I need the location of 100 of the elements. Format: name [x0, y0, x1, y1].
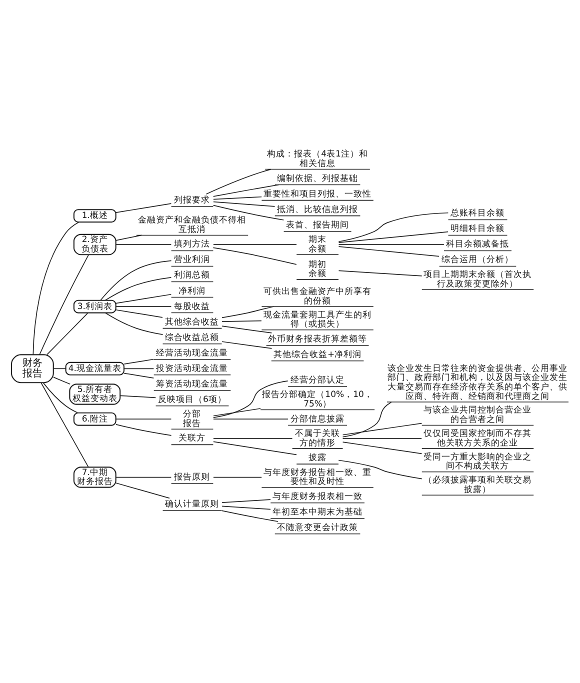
node-text: 填列方法 [174, 240, 210, 250]
node-text: 明细科目余额 [450, 224, 505, 234]
node-text: 仅仅同受国家控制而不存其他关联方关系的企业 [424, 428, 532, 448]
connector [342, 438, 422, 439]
node-text: 现金流量套期工具产生的利得（或损失） [264, 310, 372, 330]
node-text: 每股收益 [174, 302, 210, 312]
connector [212, 247, 297, 265]
connector [213, 476, 262, 478]
node-text: 该企业发生日常往来的资金提供者、公用事业部门、政府部门和机构，以及因与该企业发生大量交易而存在经济依存关系的单个客户、供应商、特许商、经销商和代理商之间 [388, 364, 568, 402]
node-text: 编制依据、列报基础 [277, 174, 358, 184]
connector [40, 382, 89, 468]
connector [213, 418, 288, 420]
connector [213, 408, 261, 416]
node-text: 经营活动现金流量 [156, 348, 228, 358]
connector [116, 203, 172, 213]
node-text: 确认计量原则 [165, 500, 220, 510]
node-text: 金融资产和金融负债不得相互抵消 [138, 216, 246, 235]
connector [100, 260, 172, 301]
connector [116, 418, 172, 420]
connector [104, 276, 172, 301]
connector [46, 312, 88, 355]
connector [213, 438, 293, 439]
connector [221, 510, 278, 522]
node-text: 营业利润 [174, 255, 210, 266]
connector [116, 234, 142, 241]
node-text: 分部报告 [183, 410, 202, 429]
node-text: 利润总额 [174, 270, 210, 281]
connector [53, 368, 66, 370]
connector [116, 294, 172, 304]
node-text: 综合运用（分析） [442, 255, 514, 266]
node-text: 科目余额减备抵 [446, 240, 510, 250]
connector [213, 196, 262, 200]
node-box: 4.现金流量表 [65, 362, 125, 376]
node-text: （必须披露事项和关联交易披露） [424, 476, 532, 495]
connector [212, 184, 280, 197]
node-text: 抵消、比较信息列报 [277, 204, 358, 215]
node-text: 期初余额 [308, 260, 327, 280]
connector [115, 424, 172, 436]
connector [206, 168, 272, 195]
connector [42, 382, 78, 414]
node-text: 期末余额 [308, 235, 327, 254]
connector [213, 244, 297, 245]
connector [222, 320, 262, 322]
node-text: 总账科目余额 [450, 208, 505, 219]
node-text: 与年度财务报告相一致、重要性和及时性 [264, 468, 372, 488]
connector [342, 442, 422, 454]
connector [32, 222, 80, 356]
node-text: 经营分部认定 [290, 375, 345, 386]
connector [212, 204, 284, 220]
node-text: 其他综合收益 [165, 317, 220, 328]
connector [338, 270, 422, 276]
node-text: 综合收益总额 [165, 332, 220, 343]
connector [39, 254, 90, 356]
connector [213, 441, 297, 456]
node-text: 披露 [308, 453, 327, 464]
connector [222, 499, 271, 504]
connector [338, 244, 444, 245]
connector [53, 376, 71, 385]
node-text: 受同一方重大影响的企业之间不构成关联方 [424, 452, 532, 472]
connector [116, 476, 172, 478]
node-text: 分部信息披露 [290, 414, 345, 424]
connector [338, 212, 449, 242]
node-text: 报告原则 [174, 472, 210, 482]
node-text: 净利润 [178, 286, 206, 296]
connector [116, 306, 172, 308]
connector [124, 358, 154, 364]
connector [116, 244, 172, 245]
node-text: 构成：报表（4表1注）和相关信息 [267, 150, 368, 170]
node-box: 5.所有者权益变动表 [69, 384, 121, 405]
connector [120, 395, 156, 398]
node-text: 筹资活动现金流量 [156, 379, 228, 390]
node-box: 6.附注 [73, 412, 116, 426]
node-text: 表首、报告期间 [286, 220, 350, 230]
node-text: 可供出售金融资产中所享有的份额 [264, 287, 372, 306]
node-text: 项目上期期末余额（首次执行及政策变更除外） [424, 270, 532, 290]
node-text: 报告分部确定（10%，10，75%） [262, 390, 373, 410]
node-text: 反映项目（6项） [158, 394, 226, 405]
node-box: 2.资产负债表 [73, 234, 116, 256]
connector [222, 326, 272, 334]
connector [116, 309, 163, 318]
connector [338, 246, 440, 257]
connector [213, 380, 288, 418]
connector [222, 506, 271, 510]
node-text: 不属于关联方的情形 [295, 428, 340, 448]
node-box: 1.概述 [73, 209, 116, 223]
node-text: 重要性和项目列报、一致性 [264, 189, 372, 200]
connector [116, 482, 170, 499]
node-text: 关联方 [178, 434, 206, 444]
connector [213, 201, 276, 207]
node-text: 列报要求 [174, 195, 210, 206]
node-text: 投资活动现金流量 [156, 364, 228, 374]
node-text: 与该企业共同控制合营企业的合营者之间 [424, 406, 532, 426]
node-box: 7.中期财务报告 [73, 466, 116, 488]
node-text: 不随意变更会计政策 [277, 522, 358, 533]
node-text: 外币财务报表折算差额等 [268, 334, 368, 344]
connector [124, 368, 154, 370]
connector [124, 372, 154, 378]
connector [342, 422, 422, 436]
node-text: 其他综合收益+净利润 [273, 350, 362, 360]
connector [222, 341, 272, 349]
